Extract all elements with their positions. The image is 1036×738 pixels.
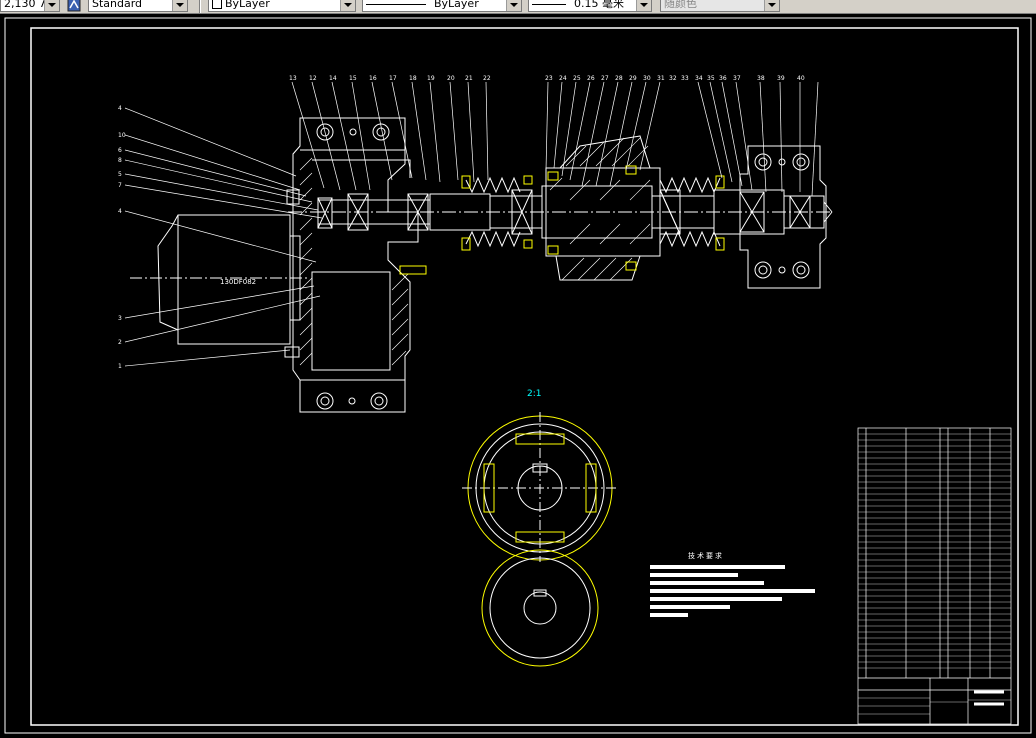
motor-label: 130DF082 xyxy=(220,278,256,286)
lineweight-sample-icon xyxy=(532,3,566,5)
leader-number: 23 xyxy=(545,75,553,82)
lineweight-combo[interactable]: 0.15 毫米 xyxy=(528,0,652,12)
chevron-down-icon[interactable] xyxy=(172,0,187,11)
svg-text:2: 2 xyxy=(118,339,122,346)
layer-combo[interactable]: ByLayer xyxy=(208,0,356,12)
leader-lines xyxy=(124,81,819,367)
chevron-down-icon xyxy=(764,0,779,11)
lineweight-value: 0.15 xyxy=(574,0,599,10)
svg-text:3: 3 xyxy=(118,315,122,322)
leader-number: 37 xyxy=(733,75,741,82)
leader-number: 27 xyxy=(601,75,609,82)
text-style-value: Standard xyxy=(92,0,143,10)
chevron-down-icon[interactable] xyxy=(340,0,355,11)
text-style-combo[interactable]: Standard xyxy=(88,0,188,12)
svg-text:1: 1 xyxy=(118,363,122,370)
leader-number: 28 xyxy=(615,75,623,82)
bellows xyxy=(465,176,721,248)
layer-value: ByLayer xyxy=(225,0,270,10)
parts-list-rows xyxy=(858,433,1011,715)
linetype-combo[interactable]: ByLayer xyxy=(362,0,522,12)
leader-number: 21 xyxy=(465,75,473,82)
tech-requirements xyxy=(650,565,815,617)
motor xyxy=(130,214,310,345)
leader-number: 32 xyxy=(669,75,677,82)
leader-number: 40 xyxy=(797,75,805,82)
leader-number: 17 xyxy=(389,75,397,82)
leader-number: 36 xyxy=(719,75,727,82)
plot-style-value: 随颜色 xyxy=(664,0,697,10)
toolbar-separator xyxy=(199,0,201,13)
leader-number: 38 xyxy=(757,75,765,82)
scale-value: 2,130 7 xyxy=(4,0,46,10)
leader-numbers-left: 4 10 6 8 5 7 4 3 2 1 xyxy=(118,105,126,370)
svg-text:10: 10 xyxy=(118,132,126,139)
leader-number: 15 xyxy=(349,75,357,82)
cad-drawing: 130DF082 2:1 技术要求 4 10 6 8 5 7 4 3 2 1 1… xyxy=(4,17,1032,734)
leader-number: 12 xyxy=(309,75,317,82)
leader-number: 31 xyxy=(657,75,665,82)
drawing-canvas[interactable]: 130DF082 2:1 技术要求 4 10 6 8 5 7 4 3 2 1 1… xyxy=(0,14,1036,738)
leader-number: 26 xyxy=(587,75,595,82)
tech-req-title: 技术要求 xyxy=(688,551,724,560)
leader-number: 24 xyxy=(559,75,567,82)
leader-number: 14 xyxy=(329,75,337,82)
text-style-icon[interactable] xyxy=(67,0,81,12)
leader-number: 30 xyxy=(643,75,651,82)
svg-text:6: 6 xyxy=(118,147,122,154)
leader-number: 13 xyxy=(289,75,297,82)
leader-number: 29 xyxy=(629,75,637,82)
chevron-down-icon[interactable] xyxy=(506,0,521,11)
main-shaft xyxy=(288,185,833,239)
leader-number: 20 xyxy=(447,75,455,82)
leader-number: 35 xyxy=(707,75,715,82)
leader-number: 33 xyxy=(681,75,689,82)
section-hatching xyxy=(299,137,651,366)
leader-number: 16 xyxy=(369,75,377,82)
lineweight-unit: 毫米 xyxy=(602,0,624,10)
leader-number: 22 xyxy=(483,75,491,82)
plot-style-combo: 随颜色 xyxy=(660,0,780,12)
inner-border xyxy=(30,27,1019,726)
svg-text:5: 5 xyxy=(118,171,122,178)
chevron-down-icon[interactable] xyxy=(636,0,651,11)
svg-text:4: 4 xyxy=(118,105,122,112)
gearbox-housing xyxy=(284,117,419,413)
section-label: 2:1 xyxy=(527,389,541,399)
linetype-sample-icon xyxy=(366,3,426,5)
leader-number: 18 xyxy=(409,75,417,82)
leader-numbers-top: 13 12 14 15 16 17 18 19 20 21 22 23 24 25 26 27 28 29 30 31… xyxy=(289,75,805,82)
gear-section-view xyxy=(462,412,618,667)
title-block-text-bars xyxy=(974,690,1004,706)
properties-toolbar: 2,130 7 Standard ByLayer ByLayer 0.15 毫米… xyxy=(0,0,1036,14)
leader-number: 34 xyxy=(695,75,703,82)
scale-combo[interactable]: 2,130 7 xyxy=(0,0,60,12)
svg-text:4: 4 xyxy=(118,208,122,215)
leader-number: 25 xyxy=(573,75,581,82)
bolt-highlights xyxy=(399,165,725,275)
chevron-down-icon[interactable] xyxy=(44,0,59,11)
svg-text:7: 7 xyxy=(118,182,122,189)
svg-text:8: 8 xyxy=(118,157,122,164)
parts-list xyxy=(857,427,1012,725)
linetype-value: ByLayer xyxy=(434,0,479,10)
outer-border xyxy=(4,17,1032,734)
color-swatch-icon xyxy=(212,0,222,9)
leader-number: 39 xyxy=(777,75,785,82)
leader-number: 19 xyxy=(427,75,435,82)
right-bearing-block xyxy=(739,145,827,289)
